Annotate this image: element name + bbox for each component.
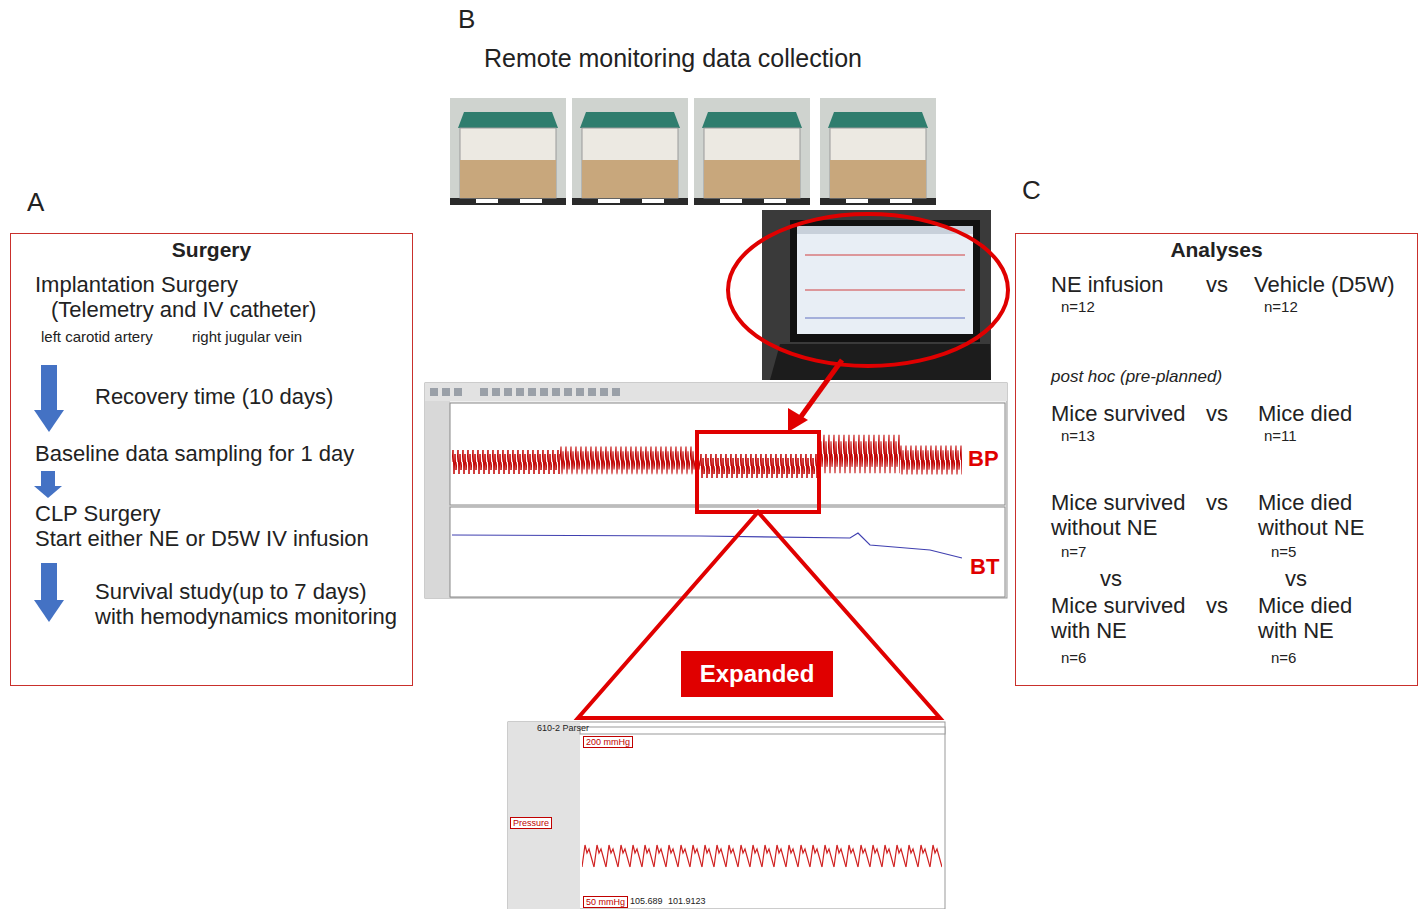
axis-column <box>425 401 450 598</box>
group-label: Mice survived <box>1051 401 1185 426</box>
arrow-head <box>34 410 64 432</box>
sample-size: n=12 <box>1264 298 1298 315</box>
laptop-bezel <box>790 220 980 342</box>
section-note: post hoc (pre-planned) <box>1051 367 1222 387</box>
screen-trace <box>805 290 965 291</box>
zoom-box <box>697 432 819 512</box>
axis-name: Pressure <box>510 817 552 829</box>
sample-size: n=13 <box>1061 427 1095 444</box>
panel-heading: Surgery <box>11 238 412 262</box>
sample-size: n=7 <box>1061 543 1086 560</box>
arrow-shaft <box>41 563 57 600</box>
axis-value: 50 mmHg <box>583 896 628 908</box>
arrow-shaft <box>41 365 57 410</box>
bp-trace <box>452 447 560 477</box>
step-text: Start either NE or D5W IV infusion <box>35 526 369 551</box>
window-frame <box>508 722 945 909</box>
bp-trace <box>560 443 700 478</box>
step-text: Recovery time (10 days) <box>95 384 333 409</box>
panel-letter: A <box>27 188 44 218</box>
bp-trace <box>900 442 962 478</box>
callout-text: Expanded <box>681 660 833 688</box>
title-field <box>580 727 945 734</box>
vs-label: vs <box>1285 566 1307 591</box>
screen-text: 610-2 Parser <box>537 723 589 733</box>
panel-subtitle: Remote monitoring data collection <box>484 44 862 73</box>
step-text: Implantation Surgery (Telemetry and IV c… <box>35 272 341 323</box>
group-label: Mice survived without NE <box>1051 490 1201 541</box>
step-text: CLP Surgery <box>35 501 161 526</box>
panel-box: AnalysesNE infusionvsVehicle (D5W)n=12n=… <box>1015 233 1418 686</box>
bp-panel <box>450 403 1005 505</box>
bt-panel <box>450 507 1005 597</box>
software-screenshot <box>425 383 1007 598</box>
signal-name: BP <box>968 446 999 471</box>
panel-letter: B <box>458 5 475 35</box>
group-label: Vehicle (D5W) <box>1254 272 1395 297</box>
bp-trace <box>818 430 900 478</box>
pointer-arrow <box>800 360 842 418</box>
group-label: Mice died <box>1258 401 1352 426</box>
expanded-screenshot <box>508 722 945 909</box>
callout-box: Expanded <box>681 651 833 697</box>
axis-column <box>508 722 580 909</box>
readout-value: 101.9123 <box>668 896 706 906</box>
group-label: Mice died with NE <box>1258 593 1378 644</box>
site-label: right jugular vein <box>192 328 302 345</box>
sample-size: n=6 <box>1271 649 1296 666</box>
bp-trace <box>700 451 818 481</box>
site-label: left carotid artery <box>41 328 153 345</box>
step-text: Baseline data sampling for 1 day <box>35 441 354 466</box>
signal-name: BT <box>970 554 999 579</box>
cage-photo <box>820 98 936 205</box>
flow-arrow <box>34 365 64 622</box>
bt-trace <box>452 533 962 558</box>
readout-value: 105.689 <box>630 896 663 906</box>
arrow-shaft <box>41 471 55 486</box>
sample-size: n=5 <box>1271 543 1296 560</box>
step-text: Survival study(up to 7 days) with hemody… <box>95 579 404 630</box>
panel-letter: C <box>1022 176 1041 206</box>
sample-size: n=11 <box>1264 427 1297 444</box>
arrow-head <box>34 486 62 498</box>
vs-label: vs <box>1206 401 1228 426</box>
screen-trace <box>805 318 965 319</box>
highlight-ellipse <box>728 214 1008 366</box>
group-label: Mice died without NE <box>1258 490 1378 541</box>
arrow-head <box>34 600 64 622</box>
panel-heading: Analyses <box>1016 238 1417 262</box>
vs-label: vs <box>1100 566 1122 591</box>
cage-photo <box>572 98 688 205</box>
panel-box: SurgeryImplantation Surgery (Telemetry a… <box>10 233 413 686</box>
vs-label: vs <box>1206 593 1228 618</box>
window-frame <box>425 383 1007 598</box>
laptop-screen <box>797 226 973 334</box>
group-label: Mice survived with NE <box>1051 593 1201 644</box>
pressure-waveform <box>582 843 942 869</box>
pointer-arrow-head <box>788 408 808 432</box>
sample-size: n=12 <box>1061 298 1095 315</box>
cage-photo <box>694 98 810 205</box>
toolbar <box>425 383 1007 401</box>
vs-label: vs <box>1206 490 1228 515</box>
sample-size: n=6 <box>1061 649 1086 666</box>
zoom-triangle <box>578 512 940 718</box>
screen-trace <box>805 255 965 256</box>
cage-photo <box>450 98 566 205</box>
vs-label: vs <box>1206 272 1228 297</box>
group-label: NE infusion <box>1051 272 1164 297</box>
toolbar-icons <box>430 388 620 396</box>
axis-value: 200 mmHg <box>583 736 633 748</box>
